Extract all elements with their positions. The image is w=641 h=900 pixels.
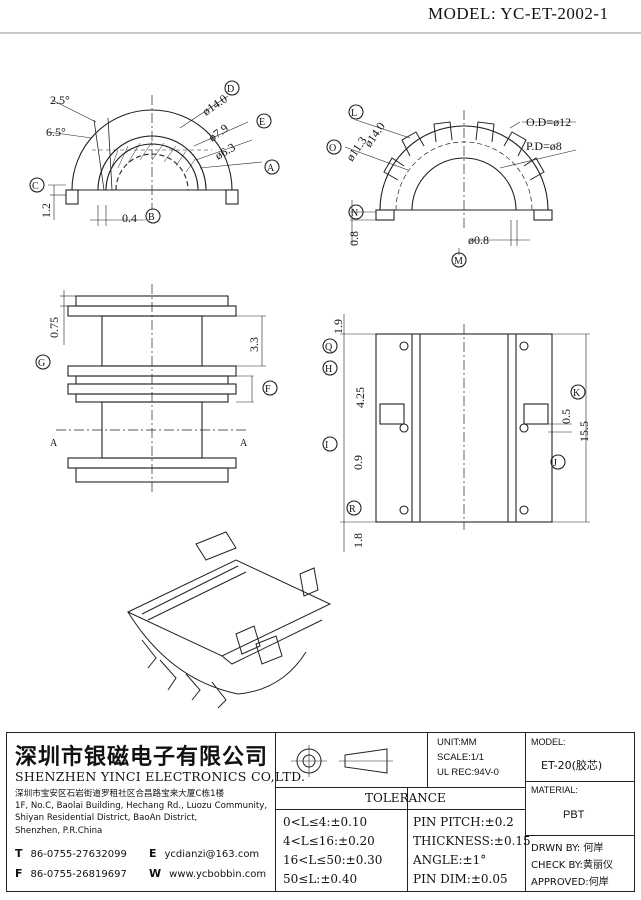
technical-drawing: 2.5°6.5°Dø14.0Eø7.9ø6.3AC1.20.4BLø14.0Oø… [0, 32, 641, 709]
reference-marker: G [38, 358, 45, 369]
reference-marker: J [553, 458, 557, 469]
email-key: E [149, 847, 157, 860]
reference-marker: R [349, 504, 356, 515]
reference-marker: I [325, 440, 328, 451]
top-view [322, 314, 590, 552]
fax-number: 86-0755-26819697 [30, 869, 127, 880]
dimension-label: P.D=ø8 [526, 139, 562, 153]
drawn-by: DRWN BY: 何岸 [531, 843, 604, 854]
address-line: 1F, No.C, Baolai Building, Hechang Rd., … [15, 801, 268, 812]
ul-rec: UL REC:94V-0 [437, 767, 499, 778]
reference-marker: Q [325, 342, 333, 353]
material-label: MATERIAL: [531, 785, 578, 795]
dimension-label: 4.25 [353, 387, 367, 408]
spec-row: PIN PITCH:±0.2 [413, 815, 514, 829]
tolerance-title: TOLERANCE [365, 791, 446, 805]
web-key: W [149, 867, 162, 880]
dimension-label: ø6.3 [213, 140, 238, 163]
reference-marker: A [267, 163, 275, 174]
dimension-label: 1.8 [351, 533, 365, 548]
model-label: MODEL: [531, 737, 566, 747]
dimension-label: O.D=ø12 [526, 115, 571, 129]
spec-row: ANGLE:±1° [413, 853, 487, 867]
tel-key: T [15, 847, 23, 860]
isometric-view [126, 531, 332, 709]
approved-by: APPROVED:何岸 [531, 877, 609, 888]
reference-marker: F [265, 384, 271, 395]
address-line: Shiyan Residential District, BaoAn Distr… [15, 813, 198, 824]
front-arch-view [29, 80, 280, 226]
company-address: 深圳市宝安区石岩街道罗租社区合昌路宝来大厦C栋1楼 1F, No.C, Baol… [15, 788, 277, 837]
dimension-label: 6.5° [46, 125, 66, 139]
dimension-label: 3.3 [247, 337, 261, 352]
company-name-cn: 深圳市银磁电子有限公司 [15, 745, 269, 770]
spec-row: THICKNESS:±0.15 [413, 834, 531, 848]
dimension-label: ø14.0 [200, 92, 230, 119]
reference-marker: C [32, 181, 39, 192]
projection-symbol-icon [291, 745, 393, 777]
model-value: ET-20(胶芯) [541, 759, 603, 772]
tolerance-row: 16<L≤50:±0.30 [283, 853, 383, 867]
fax-key: F [15, 867, 23, 880]
reference-marker: B [148, 212, 155, 223]
reference-marker: L [351, 108, 357, 119]
dimension-label: 1.9 [331, 319, 345, 334]
dimension-label: 0.9 [351, 455, 365, 470]
reference-marker: A [240, 438, 248, 449]
tolerance-row: 4<L≤16:±0.20 [283, 834, 375, 848]
model-title: MODEL: YC-ET-2002-1 [428, 4, 609, 23]
address-line: 深圳市宝安区石岩街道罗租社区合昌路宝来大厦C栋1楼 [15, 789, 225, 799]
dimension-label: ø0.8 [468, 233, 489, 247]
side-view [35, 284, 278, 492]
reference-marker: H [325, 364, 332, 375]
check-by: CHECK BY:黄丽仪 [531, 860, 614, 871]
tel-number: 86-0755-27632099 [30, 849, 127, 860]
reference-marker: M [454, 256, 463, 267]
comb-arch-view [326, 104, 577, 268]
address-line: Shenzhen, P.R.China [15, 825, 103, 836]
tolerance-row: 50≤L:±0.40 [283, 872, 358, 886]
dimension-label: 1.2 [39, 203, 53, 218]
material-value: PBT [563, 809, 585, 821]
tolerance-row: 0<L≤4:±0.10 [283, 815, 368, 829]
email-address: ycdianzi@163.com [164, 849, 260, 860]
scale: SCALE:1/1 [437, 752, 484, 763]
reference-marker: D [227, 84, 234, 95]
dimension-label: 2.5° [50, 93, 70, 107]
reference-marker: E [259, 117, 265, 128]
reference-marker: N [351, 208, 358, 219]
unit: UNIT:MM [437, 737, 477, 748]
dimension-label: 15.5 [577, 421, 591, 442]
reference-marker: A [50, 438, 58, 449]
reference-marker: K [573, 388, 581, 399]
dimension-label: 0.75 [47, 317, 61, 338]
dimension-label: 0.5 [559, 409, 573, 424]
dimension-label: 0.8 [347, 231, 361, 246]
web-address: www.ycbobbin.com [169, 869, 267, 880]
spec-row: PIN DIM:±0.05 [413, 872, 508, 886]
telephone: T 86-0755-27632099 [15, 847, 127, 860]
company-name-en: SHENZHEN YINCI ELECTRONICS CO,LTD. [15, 769, 306, 784]
title-block: 深圳市银磁电子有限公司 SHENZHEN YINCI ELECTRONICS C… [6, 732, 635, 892]
reference-marker: O [329, 143, 336, 154]
fax: F 86-0755-26819697 [15, 867, 127, 880]
dimension-label: 0.4 [122, 211, 137, 225]
